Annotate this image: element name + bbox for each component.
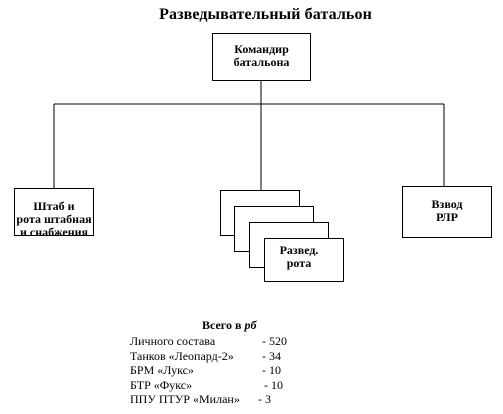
summary-row-value: - 10 bbox=[264, 377, 283, 392]
summary-row-tanks: Танков «Леопард-2» bbox=[130, 349, 234, 364]
recon-company-box: Развед. рота bbox=[264, 238, 344, 282]
summary-row-label: Личного состава bbox=[130, 334, 216, 348]
summary-row-value: - 520 bbox=[262, 334, 287, 348]
summary-row-label: БРМ «Лукс» bbox=[130, 363, 194, 377]
summary-row-value: - 34 bbox=[262, 348, 281, 363]
summary-row-apc: БТР «Фукс» bbox=[130, 378, 192, 393]
radar-platoon-box: Взвод РЛР bbox=[402, 186, 492, 238]
summary-heading: Всего в рб bbox=[202, 318, 257, 332]
commander-label: Командир батальона bbox=[233, 42, 290, 69]
hq-company-label: Штаб и рота штабная и снабжения bbox=[16, 199, 92, 239]
summary-row-label: ППУ ПТУР «Милан» bbox=[130, 392, 240, 406]
recon-company-label: Развед. рота bbox=[279, 243, 319, 270]
summary-table: Всего в рб Личного состава - 520 Танков … bbox=[130, 318, 330, 410]
summary-row-label: Танков «Леопард-2» bbox=[130, 348, 234, 363]
radar-platoon-label: Взвод РЛР bbox=[431, 197, 463, 224]
hq-company-box: Штаб и рота штабная и снабжения bbox=[14, 188, 94, 239]
commander-box: Командир батальона bbox=[212, 33, 311, 81]
summary-row-atgm: ППУ ПТУР «Милан» bbox=[130, 392, 240, 407]
summary-row-label: БТР «Фукс» bbox=[130, 377, 193, 392]
diagram-title: Разведывательный батальон bbox=[159, 6, 372, 23]
summary-row-value: - 10 bbox=[262, 363, 281, 377]
summary-row-personnel: Личного состава bbox=[130, 334, 215, 349]
summary-row-value: - 3 bbox=[258, 392, 271, 406]
summary-row-recon-vehicles: БРМ «Лукс» bbox=[130, 363, 194, 378]
